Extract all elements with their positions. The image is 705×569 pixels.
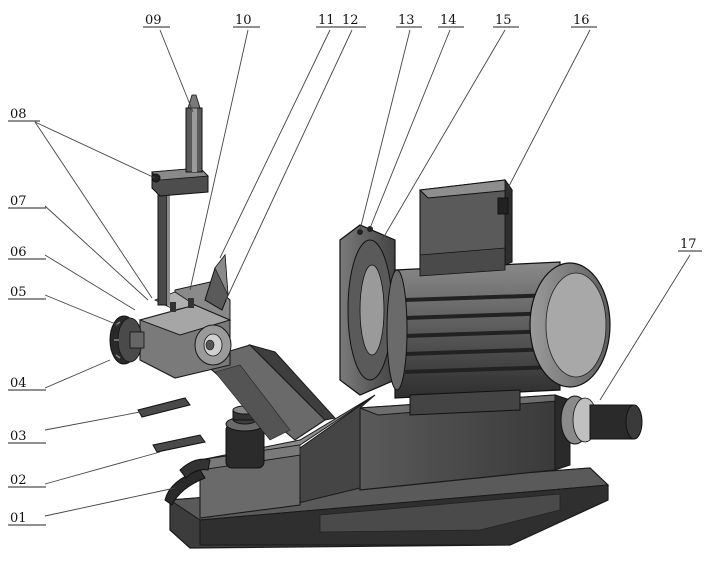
callout-12: 12 bbox=[342, 13, 359, 28]
leader-lines bbox=[34, 29, 691, 517]
workhead bbox=[138, 281, 232, 379]
leader-07 bbox=[44, 205, 149, 301]
leader-17 bbox=[599, 254, 691, 401]
leader-12 bbox=[225, 29, 353, 301]
callout-14: 14 bbox=[440, 13, 457, 28]
leader-16 bbox=[507, 29, 591, 189]
callout-10: 10 bbox=[235, 13, 252, 28]
callout-11: 11 bbox=[318, 13, 335, 28]
inclined-slide bbox=[198, 344, 336, 441]
leader-15 bbox=[381, 29, 506, 241]
leader-05 bbox=[44, 294, 119, 326]
leader-08a bbox=[34, 121, 156, 179]
callout-02: 02 bbox=[10, 473, 27, 488]
callout-13: 13 bbox=[398, 13, 415, 28]
callout-04: 04 bbox=[10, 376, 27, 391]
callout-16: 16 bbox=[573, 13, 590, 28]
terminal-box bbox=[418, 178, 513, 277]
leader-04 bbox=[44, 359, 111, 389]
callout-17: 17 bbox=[680, 237, 697, 252]
cup-part bbox=[225, 405, 265, 469]
vertical-post bbox=[151, 94, 209, 306]
leader-09 bbox=[159, 29, 194, 113]
leader-10 bbox=[189, 29, 249, 291]
front-block bbox=[199, 394, 376, 519]
leader-06 bbox=[44, 254, 136, 311]
callout-15: 15 bbox=[495, 13, 512, 28]
callout-03: 03 bbox=[10, 429, 27, 444]
leader-08b bbox=[34, 121, 153, 299]
rear-pulley bbox=[560, 395, 643, 445]
leader-03 bbox=[44, 411, 141, 431]
left-levers bbox=[137, 397, 211, 506]
callout-07: 07 bbox=[10, 194, 27, 209]
leader-11 bbox=[219, 29, 331, 259]
handwheel-knob bbox=[109, 315, 145, 365]
callout-01: 01 bbox=[10, 511, 27, 526]
leader-02 bbox=[44, 451, 161, 485]
leader-14 bbox=[369, 29, 451, 229]
callout-09: 09 bbox=[145, 13, 162, 28]
clamp-fin bbox=[204, 253, 229, 311]
callout-06: 06 bbox=[10, 245, 27, 260]
wheel-guard bbox=[339, 224, 396, 396]
motor bbox=[386, 261, 611, 416]
callout-05: 05 bbox=[10, 285, 27, 300]
leader-01 bbox=[44, 487, 176, 517]
leader-13 bbox=[359, 29, 411, 231]
callout-labels: 01 02 03 04 05 06 07 08 09 10 11 12 13 1… bbox=[8, 13, 702, 526]
callout-08: 08 bbox=[10, 107, 27, 122]
